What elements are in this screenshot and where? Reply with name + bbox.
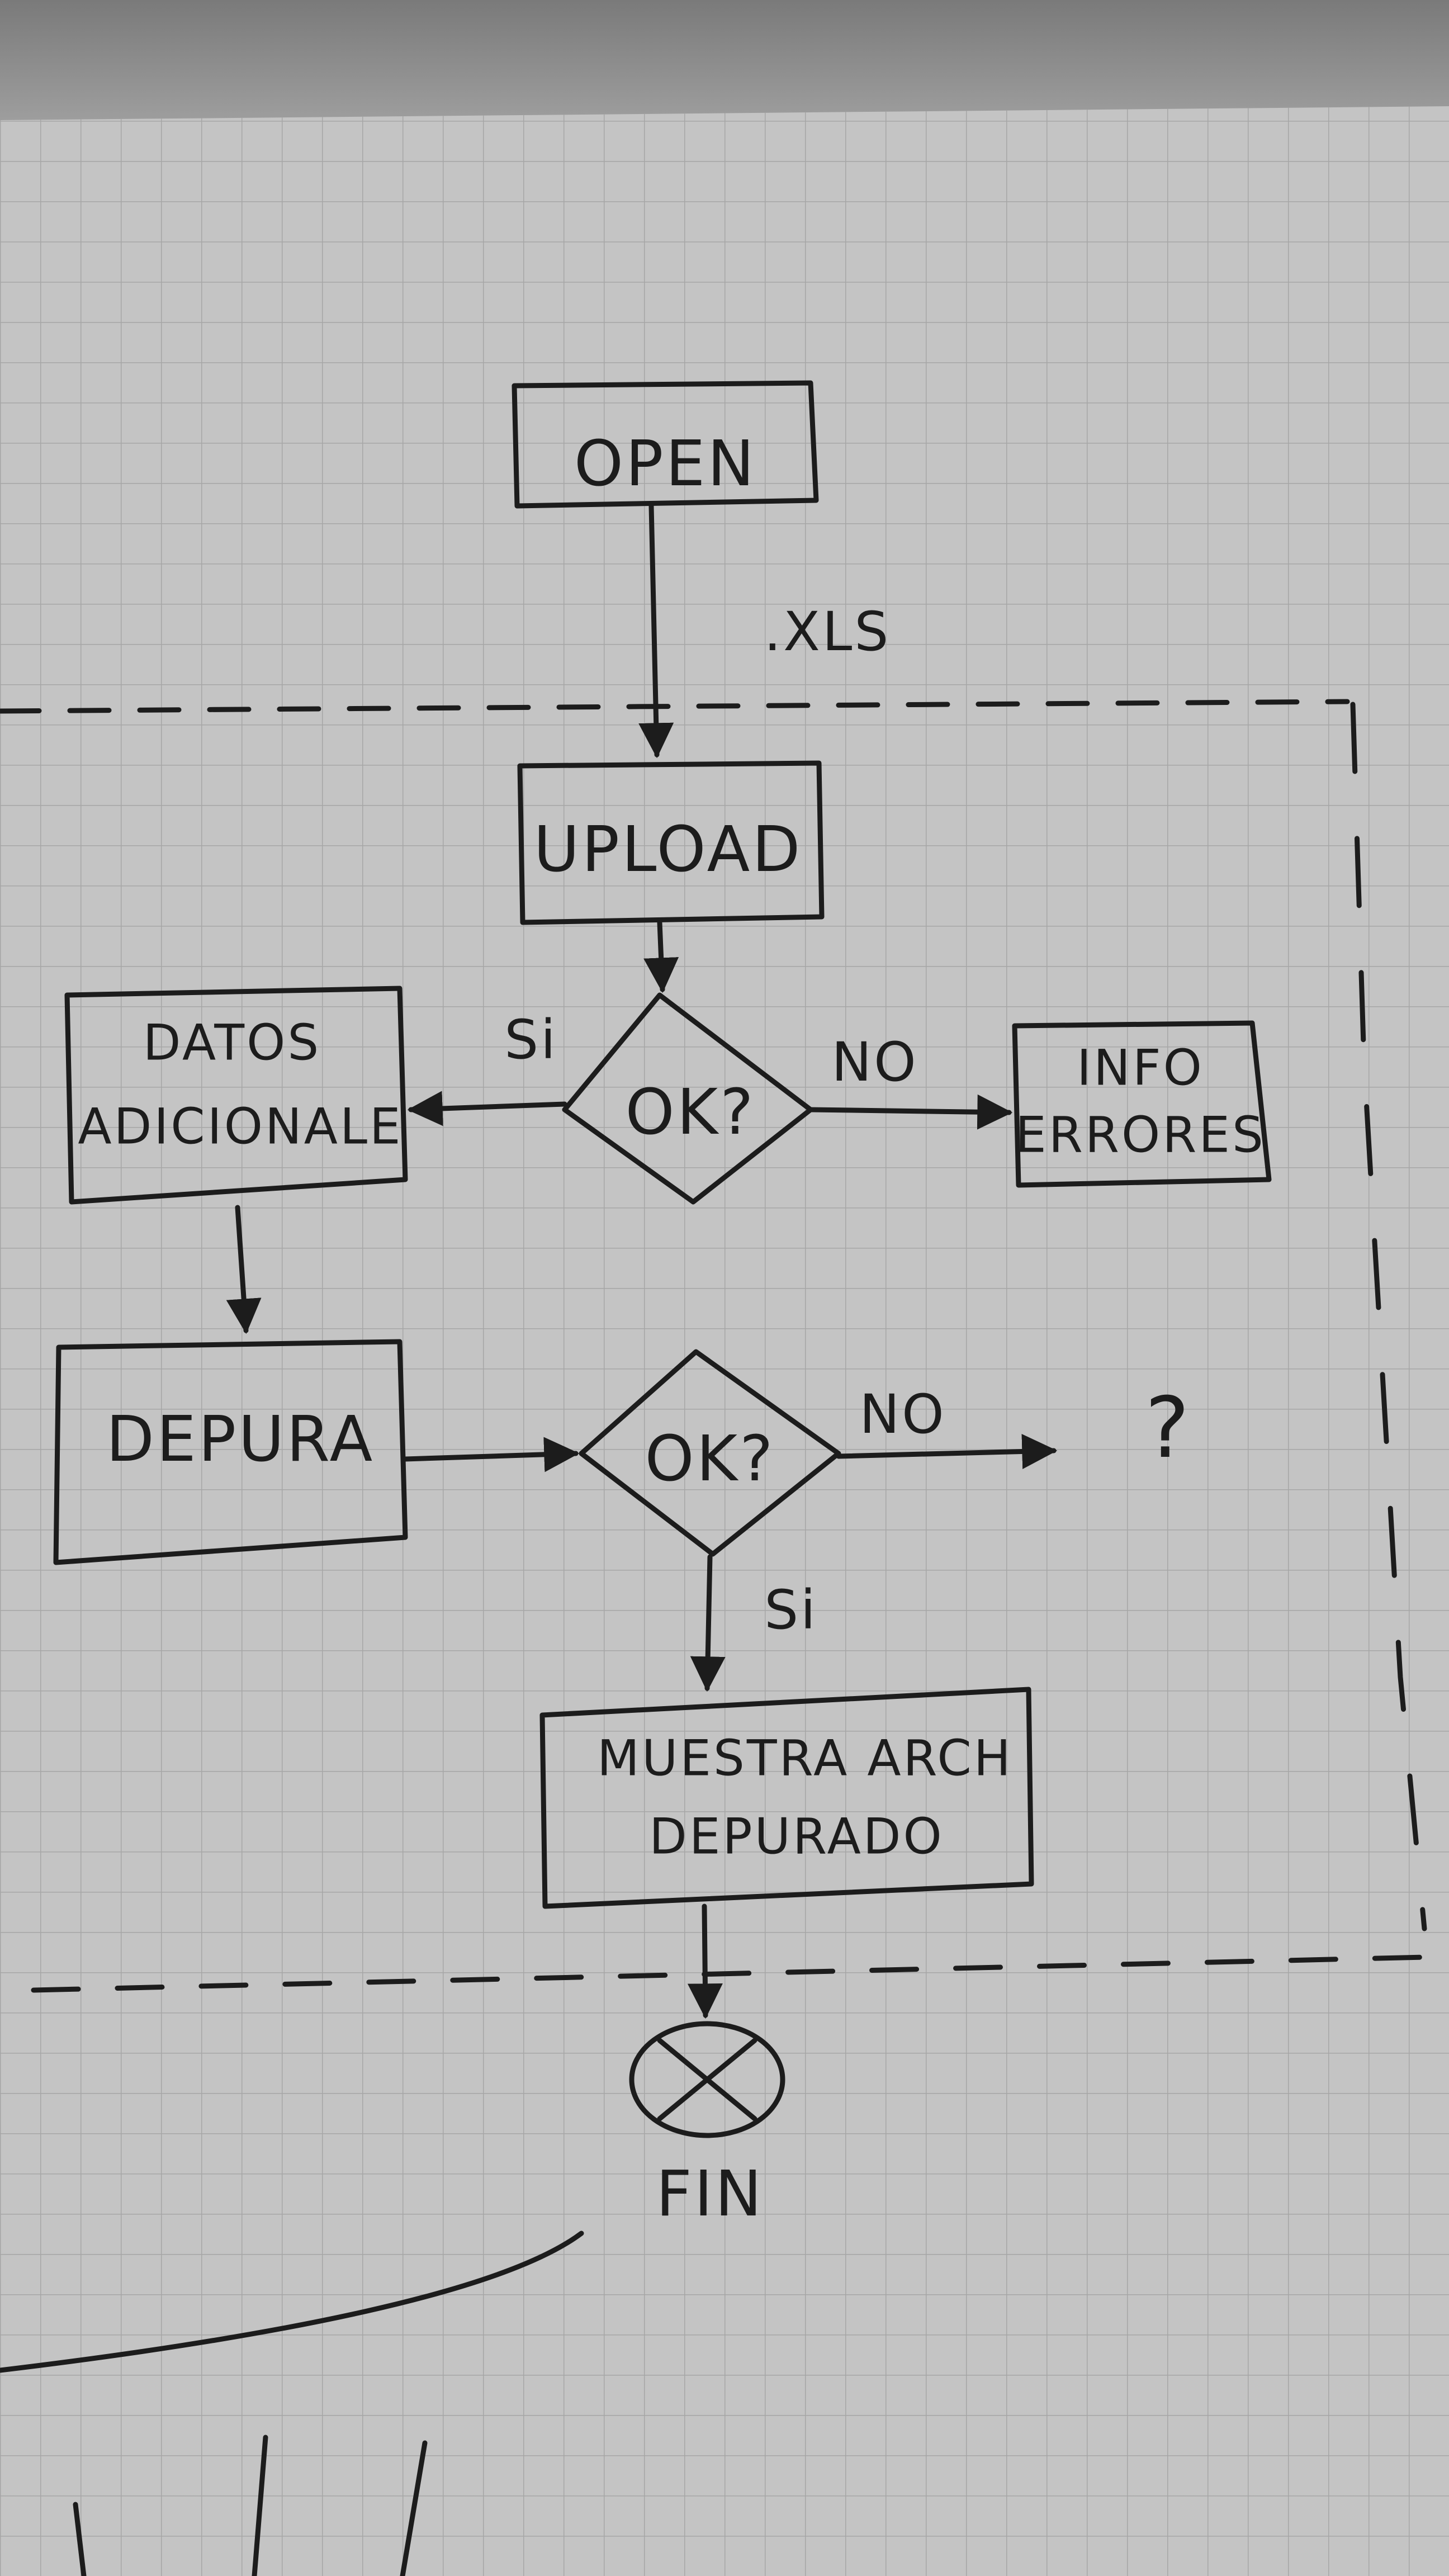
depura-label: DEPURA	[106, 1403, 375, 1476]
upload-label: UPLOAD	[534, 813, 803, 886]
unknown-outcome-label: ?	[1145, 1380, 1192, 1477]
datos-label-line1: DATOS	[143, 1014, 321, 1072]
muestra-label-line1: MUESTRA ARCH	[597, 1730, 1013, 1787]
edge-upload-ok1	[660, 922, 662, 989]
open-label: OPEN	[574, 428, 756, 500]
ok1-label: OK?	[625, 1076, 755, 1149]
ok1-yes-label: Si	[504, 1008, 558, 1071]
info-label-line2: ERRORES	[1015, 1106, 1266, 1164]
edge-ok2-muestra	[707, 1557, 710, 1688]
ok2-yes-label: Si	[764, 1579, 818, 1641]
datos-label-line2: ADICIONALE	[78, 1098, 402, 1156]
ok1-no-label: NO	[831, 1031, 918, 1093]
ok2-no-label: NO	[859, 1383, 946, 1446]
info-label-line1: INFO	[1077, 1039, 1204, 1097]
ok2-label: OK?	[645, 1423, 775, 1495]
edge-muestra-fin	[704, 1906, 705, 2015]
edge-ok1-info	[811, 1110, 1009, 1112]
xls-edge-label: .XLS	[764, 600, 891, 663]
fin-label: FIN	[656, 2158, 764, 2231]
muestra-label-line2: DEPURADO	[649, 1808, 944, 1865]
